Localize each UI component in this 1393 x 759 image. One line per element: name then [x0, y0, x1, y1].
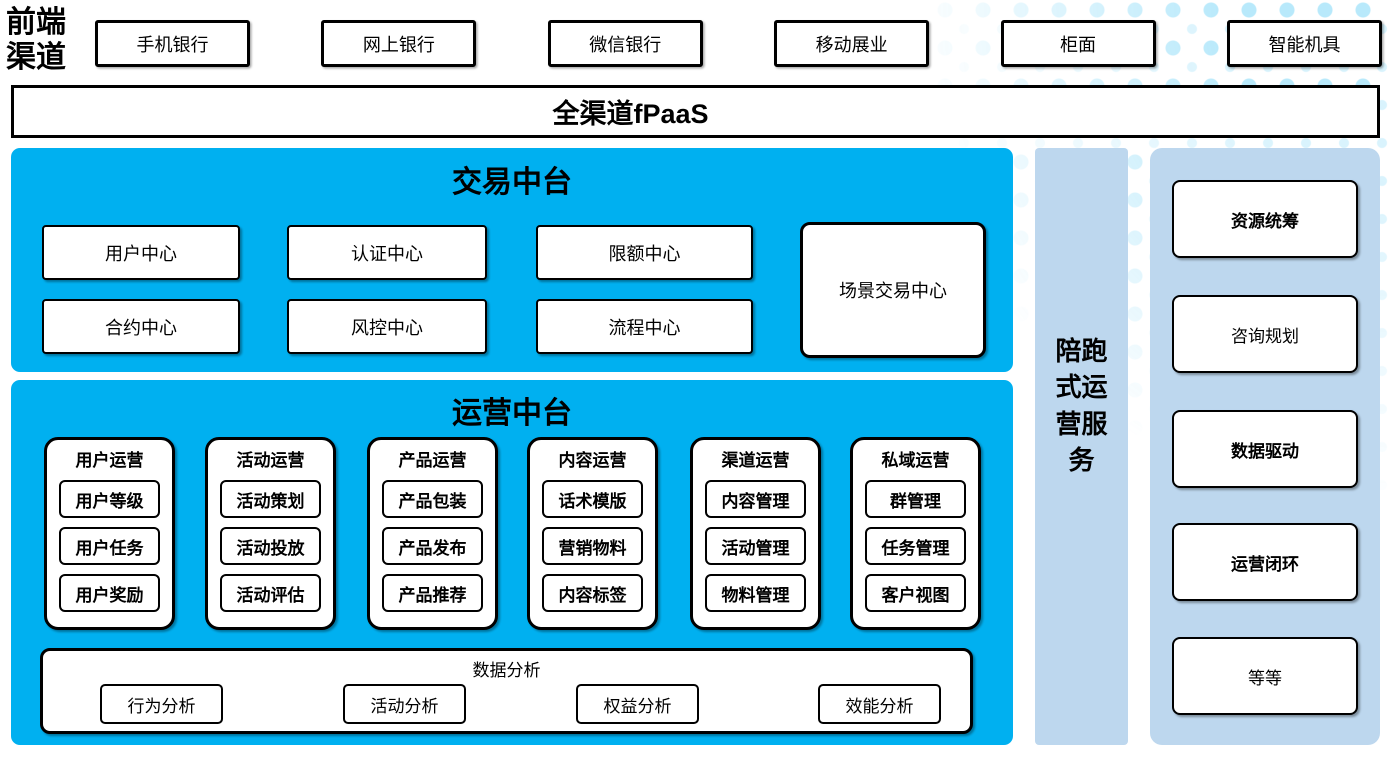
ops-column-header: 用户运营 — [75, 451, 144, 470]
ops-column-product: 产品运营 产品包装 产品发布 产品推荐 — [367, 437, 498, 630]
ops-item: 物料管理 — [705, 574, 806, 612]
transaction-platform-section: 交易中台 用户中心 认证中心 限额中心 合约中心 风控中心 流程中心 场景交易中… — [11, 148, 1013, 372]
ops-item: 话术模版 — [542, 480, 643, 518]
ops-column-activity: 活动运营 活动策划 活动投放 活动评估 — [205, 437, 336, 630]
ops-item: 活动策划 — [220, 480, 321, 518]
ops-item: 活动投放 — [220, 527, 321, 565]
accompanying-service-strip: 陪跑式运营服务 — [1035, 148, 1128, 745]
service-panel: 资源统筹 咨询规划 数据驱动 运营闭环 等等 — [1150, 148, 1380, 745]
channel-box-online-banking: 网上银行 — [321, 20, 477, 67]
ops-column-header: 内容运营 — [558, 451, 627, 470]
ops-column-header: 私域运营 — [881, 451, 950, 470]
channel-row: 手机银行 网上银行 微信银行 移动展业 柜面 智能机具 — [95, 20, 1382, 67]
analysis-box-activity: 活动分析 — [343, 684, 466, 724]
front-channel-label: 前端渠道 — [6, 6, 66, 74]
transaction-platform-title: 交易中台 — [452, 166, 572, 199]
ops-column-header: 活动运营 — [236, 451, 305, 470]
ops-item: 内容管理 — [705, 480, 806, 518]
service-box-etc: 等等 — [1172, 637, 1358, 715]
channel-box-counter: 柜面 — [1000, 20, 1156, 67]
ops-item: 产品包装 — [382, 480, 483, 518]
service-box-consulting: 咨询规划 — [1172, 295, 1358, 373]
ops-item: 任务管理 — [865, 527, 966, 565]
center-box-scene-transaction: 场景交易中心 — [800, 222, 986, 358]
accompanying-service-label: 陪跑式运营服务 — [1055, 336, 1108, 476]
ops-column-header: 渠道运营 — [721, 451, 790, 470]
operation-platform-title: 运营中台 — [452, 397, 572, 430]
ops-item: 活动评估 — [220, 574, 321, 612]
ops-column-content: 内容运营 话术模版 营销物料 内容标签 — [527, 437, 658, 630]
center-box-risk: 风控中心 — [287, 299, 487, 354]
ops-item: 客户视图 — [865, 574, 966, 612]
ops-item: 产品推荐 — [382, 574, 483, 612]
fpaas-bar: 全渠道fPaaS — [11, 85, 1380, 138]
ops-item: 营销物料 — [542, 527, 643, 565]
channel-box-mobile-outreach: 移动展业 — [774, 20, 930, 67]
analysis-box-benefit: 权益分析 — [576, 684, 699, 724]
service-box-operation-loop: 运营闭环 — [1172, 523, 1358, 601]
analysis-box-behavior: 行为分析 — [100, 684, 223, 724]
channel-box-smart-devices: 智能机具 — [1226, 20, 1382, 67]
data-analysis-container: 数据分析 行为分析 活动分析 权益分析 效能分析 — [40, 648, 973, 734]
ops-column-user: 用户运营 用户等级 用户任务 用户奖励 — [44, 437, 175, 630]
ops-item: 群管理 — [865, 480, 966, 518]
ops-column-channel: 渠道运营 内容管理 活动管理 物料管理 — [690, 437, 821, 630]
service-box-resource-planning: 资源统筹 — [1172, 180, 1358, 258]
ops-item: 内容标签 — [542, 574, 643, 612]
ops-item: 用户等级 — [59, 480, 160, 518]
center-box-process: 流程中心 — [536, 299, 753, 354]
data-analysis-title: 数据分析 — [472, 661, 541, 680]
channel-box-wechat-banking: 微信银行 — [547, 20, 703, 67]
ops-column-private-domain: 私域运营 群管理 任务管理 客户视图 — [850, 437, 981, 630]
service-box-data-driven: 数据驱动 — [1172, 410, 1358, 488]
operation-platform-section: 运营中台 用户运营 用户等级 用户任务 用户奖励 活动运营 活动策划 活动投放 … — [11, 380, 1013, 745]
ops-item: 用户任务 — [59, 527, 160, 565]
center-box-contract: 合约中心 — [42, 299, 240, 354]
ops-column-header: 产品运营 — [398, 451, 467, 470]
center-box-user: 用户中心 — [42, 225, 240, 280]
ops-item: 产品发布 — [382, 527, 483, 565]
center-box-auth: 认证中心 — [287, 225, 487, 280]
ops-item: 用户奖励 — [59, 574, 160, 612]
center-box-limit: 限额中心 — [536, 225, 753, 280]
ops-item: 活动管理 — [705, 527, 806, 565]
analysis-box-efficiency: 效能分析 — [818, 684, 941, 724]
channel-box-mobile-banking: 手机银行 — [95, 20, 250, 67]
